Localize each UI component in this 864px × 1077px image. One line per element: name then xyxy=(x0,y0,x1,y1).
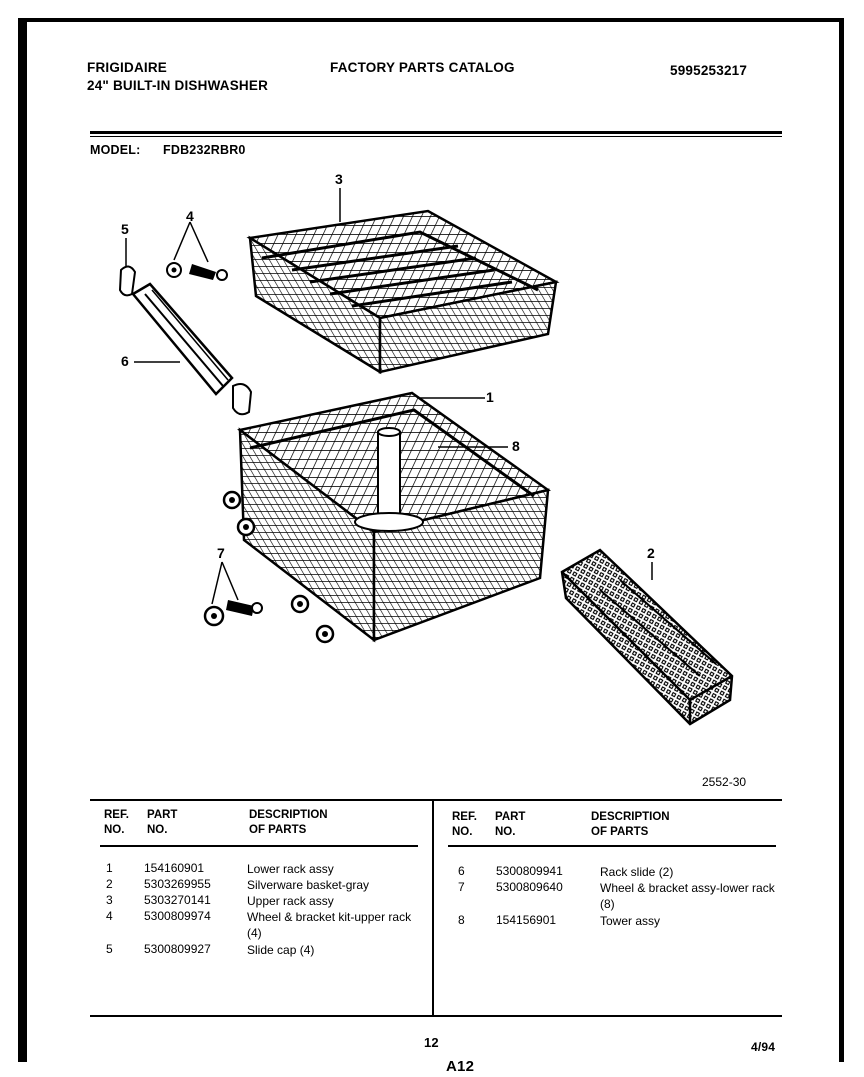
brand-name: FRIGIDAIRE xyxy=(87,60,168,75)
callout-5: 5 xyxy=(121,221,129,237)
upper-rack-illustration xyxy=(246,209,560,375)
table-center-divider xyxy=(432,801,434,1015)
rack-slide-illustration xyxy=(131,282,253,416)
header-rule-thin xyxy=(90,136,782,137)
table-row-desc: Rack slide (2) xyxy=(600,865,674,879)
product-name: 24" BUILT-IN DISHWASHER xyxy=(87,78,269,93)
table-row-part: 5300809941 xyxy=(496,864,563,878)
table-row-ref: 3 xyxy=(106,893,113,907)
table-row-part: 5300809640 xyxy=(496,880,563,894)
callout-leaders xyxy=(125,188,653,605)
upper-wheel-bracket-illustration xyxy=(166,262,228,281)
table-row-part: 154156901 xyxy=(496,913,557,927)
slide-cap-illustration xyxy=(118,265,137,297)
table-row-part: 154160901 xyxy=(144,861,205,875)
model-value: FDB232RBR0 xyxy=(163,143,246,157)
right-header-rule xyxy=(448,845,776,847)
table-row-desc: Wheel & bracket assy-lower rack (8) xyxy=(600,881,775,911)
table-row-desc: Upper rack assy xyxy=(247,894,334,908)
table-row-ref: 7 xyxy=(458,880,465,894)
table-row-ref: 6 xyxy=(458,864,465,878)
table-row-part: 5303270141 xyxy=(144,893,211,907)
table-row-part: 5300809974 xyxy=(144,909,211,923)
table-row-ref: 1 xyxy=(106,861,113,875)
callout-4: 4 xyxy=(186,208,194,224)
callout-6: 6 xyxy=(121,353,129,369)
table-row-desc: Slide cap (4) xyxy=(247,943,315,957)
table-row-ref: 5 xyxy=(106,942,113,956)
model-label: MODEL: xyxy=(90,143,141,157)
table-row-part: 5300809927 xyxy=(144,942,211,956)
table-row-desc: Wheel & bracket kit-upper rack (4) xyxy=(247,910,412,940)
table-row-ref: 2 xyxy=(106,877,113,891)
right-ref-header: REF.NO. xyxy=(452,811,477,838)
drawing-number: 2552-30 xyxy=(702,775,747,789)
callout-7: 7 xyxy=(217,545,225,561)
left-header-rule xyxy=(100,845,418,847)
left-ref-header: REF.NO. xyxy=(104,809,129,836)
lower-wheel-bracket-illustration xyxy=(203,600,263,627)
silverware-basket-illustration xyxy=(560,548,734,726)
print-date: 4/94 xyxy=(751,1040,776,1054)
callout-2: 2 xyxy=(647,545,655,561)
header-rule xyxy=(90,131,782,134)
callout-3: 3 xyxy=(335,171,343,187)
callout-8: 8 xyxy=(512,438,520,454)
callout-1: 1 xyxy=(486,389,494,405)
tower-illustration xyxy=(354,427,424,532)
page-code: A12 xyxy=(446,1058,475,1075)
catalog-title: FACTORY PARTS CATALOG xyxy=(330,60,515,75)
table-row-desc: Silverware basket-gray xyxy=(247,878,370,892)
table-row-part: 5303269955 xyxy=(144,877,211,891)
catalog-number: 5995253217 xyxy=(670,63,748,78)
table-top-rule xyxy=(90,799,782,801)
table-row-ref: 4 xyxy=(106,909,113,923)
page-number: 12 xyxy=(424,1035,439,1050)
table-row-desc: Lower rack assy xyxy=(247,862,334,876)
table-bottom-rule xyxy=(90,1015,782,1017)
table-row-desc: Tower assy xyxy=(600,914,661,928)
table-row-ref: 8 xyxy=(458,913,465,927)
